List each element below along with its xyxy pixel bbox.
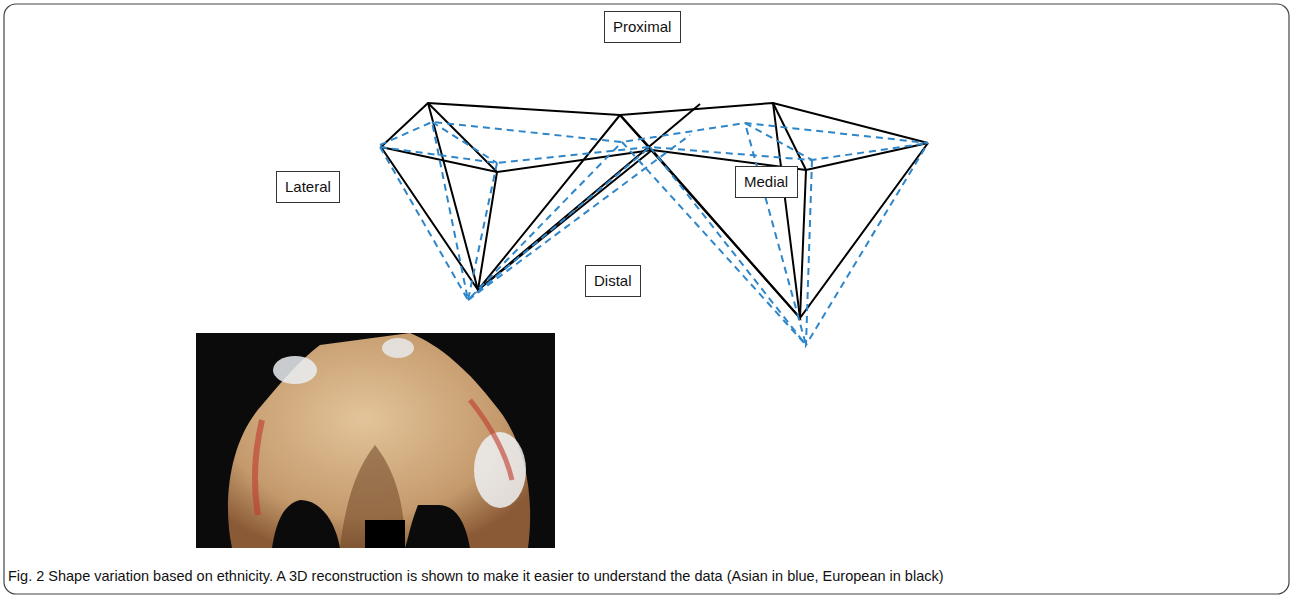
direction-label-box: Medial xyxy=(735,166,798,198)
direction-label-box: Distal xyxy=(585,265,641,297)
bone-reconstruction-photo xyxy=(196,333,555,548)
asian-wireframe xyxy=(380,122,928,345)
direction-label: Proximal xyxy=(613,18,672,36)
figure-caption: Fig. 2 Shape variation based on ethnicit… xyxy=(8,567,1286,585)
direction-label-box: Proximal xyxy=(604,11,681,43)
european-wireframe xyxy=(381,103,928,318)
direction-label: Lateral xyxy=(285,178,331,196)
direction-label: Medial xyxy=(744,173,789,191)
direction-label-box: Lateral xyxy=(276,171,340,203)
direction-label: Distal xyxy=(594,272,632,290)
figure-frame xyxy=(4,4,1289,594)
